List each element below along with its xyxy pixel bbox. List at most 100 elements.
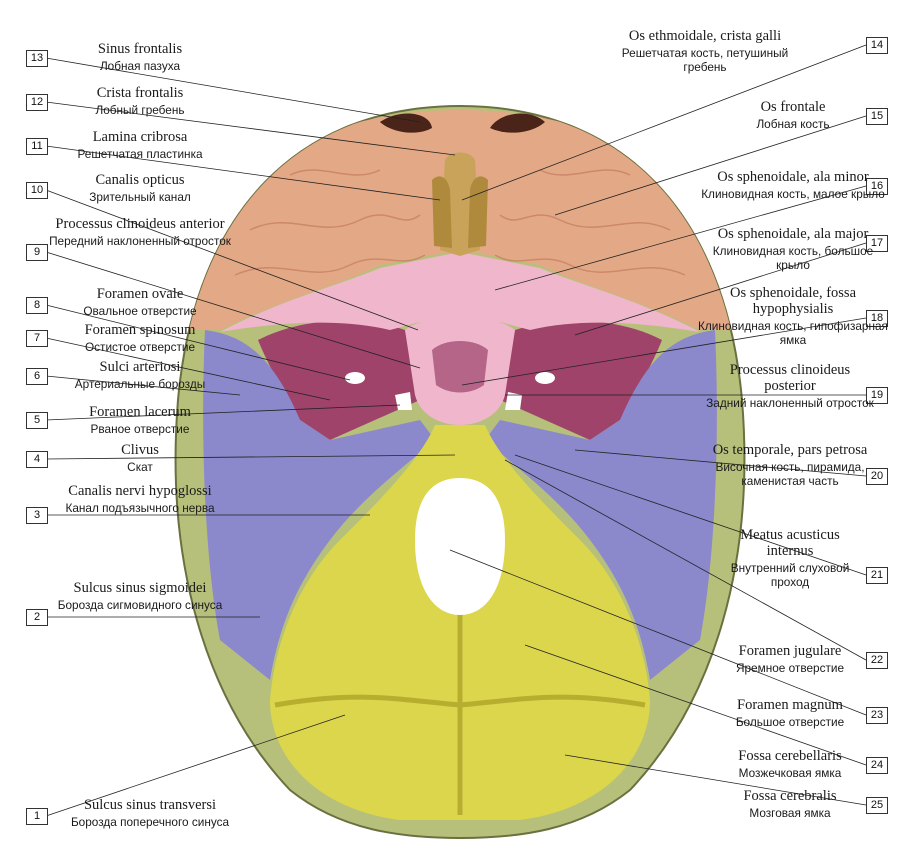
label-number-25: 25 [866,797,888,814]
label-latin: Os temporale, pars petrosa [712,442,868,458]
label-latin: Os ethmoidale, crista galli [628,28,782,44]
label-russian: Яремное отверстие [735,661,845,675]
label-canalis-nervi-hypoglossi: Canalis nervi hypoglossi Канал подъязычн… [45,483,235,515]
label-number-9: 9 [26,244,48,261]
label-number-2: 2 [26,609,48,626]
label-number-23: 23 [866,707,888,724]
cribriform-plate [432,176,488,248]
label-russian: Клиновидная кость, гипофизарная ямка [698,319,888,347]
label-latin: Os sphenoidale, ala major [717,226,869,242]
temporal-bone-right [485,330,717,680]
label-russian: Решетчатая пластинка [77,147,203,161]
label-latin: Processus clinoideus anterior [55,216,225,232]
label-latin: Canalis opticus [95,172,185,188]
label-latin: Sulcus sinus transversi [83,797,217,813]
label-number-13: 13 [26,50,48,67]
label-latin: Lamina cribrosa [92,129,188,145]
label-number-10: 10 [26,182,48,199]
label-number-6: 6 [26,368,48,385]
label-latin: Os sphenoidale, fossa hypophysialis [729,285,857,317]
label-russian: Мозговая ямка [749,806,831,820]
label-foramen-magnum: Foramen magnum Большое отверстие [705,697,875,729]
label-number-22: 22 [866,652,888,669]
leader-lines [45,44,867,817]
label-number-18: 18 [866,310,888,327]
label-sinus-frontalis: Sinus frontalis Лобная пазуха [45,41,235,73]
label-russian: Височная кость, пирамида, каменистая час… [715,460,865,488]
label-latin: Clivus [121,442,159,458]
label-latin: Os frontale [760,99,826,115]
label-russian: Мозжечковая ямка [738,766,842,780]
label-latin: Crista frontalis [96,85,184,101]
label-latin: Foramen ovale [96,286,184,302]
label-number-19: 19 [866,387,888,404]
label-clivus: Clivus Скат [45,442,235,474]
label-number-14: 14 [866,37,888,54]
label-number-3: 3 [26,507,48,524]
label-russian: Лобный гребень [95,103,185,117]
label-latin: Fossa cerebellaris [738,748,842,764]
label-russian: Большое отверстие [735,715,845,729]
label-russian: Задний наклоненный отросток [706,396,874,410]
label-foramen-lacerum: Foramen lacerum Рваное отверстие [45,404,235,436]
label-fossa-cerebralis: Fossa cerebralis Мозговая ямка [705,788,875,820]
hypophyseal-fossa [432,341,488,393]
foramen-lacerum-right [505,392,522,410]
label-number-5: 5 [26,412,48,429]
frontal-sinus [380,113,432,133]
foramen-magnum [415,478,505,615]
label-latin: Fossa cerebralis [743,788,837,804]
label-foramen-spinosum: Foramen spinosum Остистое отверстие [45,322,235,354]
label-latin: Foramen jugulare [738,643,842,659]
label-os-sphenoidale-ala-minor: Os sphenoidale, ala minor Клиновидная ко… [698,169,888,201]
label-russian: Лобная пазуха [99,59,181,73]
label-russian: Рваное отверстие [90,422,190,436]
label-latin: Foramen spinosum [84,322,196,338]
foramen-lacerum-left [395,392,412,410]
label-foramen-ovale: Foramen ovale Овальное отверстие [45,286,235,318]
label-russian: Зрительный канал [89,190,191,204]
label-os-sphenoidale-ala-major: Os sphenoidale, ala major Клиновидная ко… [698,226,888,272]
label-os-sphenoidale-fossa-hypophysialis: Os sphenoidale, fossa hypophysialis Клин… [698,285,888,347]
label-processus-clinoideus-anterior: Processus clinoideus anterior Передний н… [45,216,235,248]
label-canalis-opticus: Canalis opticus Зрительный канал [45,172,235,204]
label-number-8: 8 [26,297,48,314]
label-sulci-arteriosi: Sulci arteriosi Артериальные борозды [45,359,235,391]
label-latin: Processus clinoideus posterior [729,362,851,394]
label-number-4: 4 [26,451,48,468]
label-number-17: 17 [866,235,888,252]
label-sulcus-sinus-transversi: Sulcus sinus transversi Борозда поперечн… [45,797,255,829]
label-russian: Клиновидная кость, малое крыло [701,187,885,201]
label-latin: Os sphenoidale, ala minor [717,169,869,185]
label-russian: Остистое отверстие [84,340,196,354]
label-number-7: 7 [26,330,48,347]
label-foramen-jugulare: Foramen jugulare Яремное отверстие [730,643,850,675]
label-russian: Внутренний слуховой проход [730,561,850,589]
sphenoid-lesser-wing [220,252,700,332]
label-russian: Борозда поперечного синуса [70,815,230,829]
label-number-20: 20 [866,468,888,485]
label-fossa-cerebellaris: Fossa cerebellaris Мозжечковая ямка [705,748,875,780]
label-russian: Лобная кость [756,117,830,131]
label-russian: Передний наклоненный отросток [49,234,231,248]
label-russian: Борозда сигмовидного синуса [57,598,223,612]
label-latin: Sulci arteriosi [99,359,181,375]
label-lamina-cribrosa: Lamina cribrosa Решетчатая пластинка [45,129,235,161]
foramen-ovale-left [345,372,365,384]
label-latin: Sinus frontalis [97,41,183,57]
label-processus-clinoideus-posterior: Processus clinoideus posterior Задний на… [705,362,875,410]
label-sulcus-sinus-sigmoidei: Sulcus sinus sigmoidei Борозда сигмовидн… [45,580,235,612]
label-russian: Клиновидная кость, большое крыло [712,244,874,272]
label-latin: Meatus acusticus internus [740,527,840,559]
label-number-21: 21 [866,567,888,584]
label-meatus-acusticus-internus: Meatus acusticus internus Внутренний слу… [730,527,850,589]
label-number-12: 12 [26,94,48,111]
label-number-1: 1 [26,808,48,825]
label-os-temporale-pars-petrosa: Os temporale, pars petrosa Височная кост… [705,442,875,488]
label-latin: Sulcus sinus sigmoidei [73,580,207,596]
label-latin: Canalis nervi hypoglossi [68,483,212,499]
label-latin: Foramen lacerum [89,404,191,420]
label-number-16: 16 [866,178,888,195]
label-number-11: 11 [26,138,48,155]
